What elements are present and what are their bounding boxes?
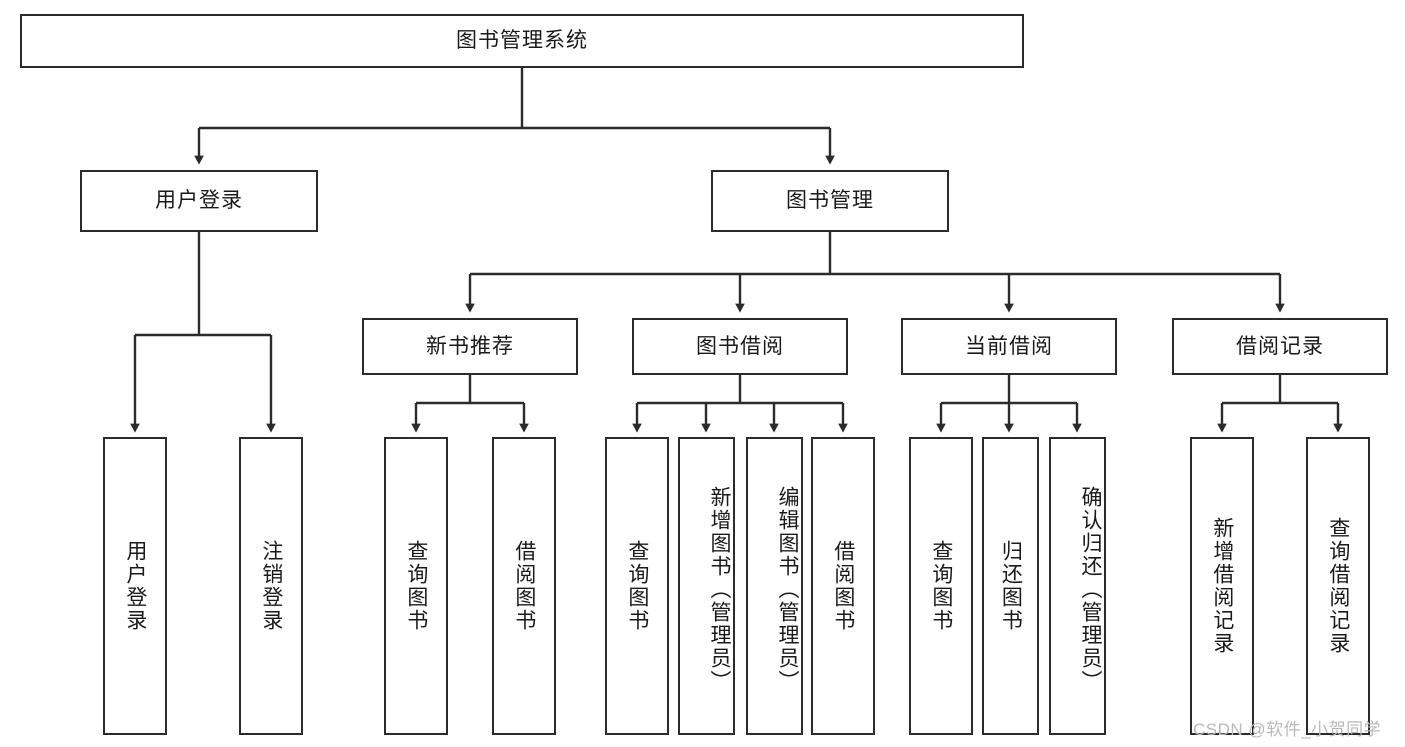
node-book-borrow[interactable]: 图书借阅 <box>632 318 848 375</box>
leaf-book-borrow-edit[interactable]: 编辑图书（管理员） <box>746 437 803 735</box>
node-current-borrow[interactable]: 当前借阅 <box>901 318 1117 375</box>
node-user-login-label: 用户登录 <box>155 189 243 213</box>
node-root[interactable]: 图书管理系统 <box>20 14 1024 68</box>
node-borrow-record[interactable]: 借阅记录 <box>1172 318 1388 375</box>
leaf-borrow-record-add[interactable]: 新增借阅记录 <box>1190 437 1254 735</box>
leaf-borrow-record-query[interactable]: 查询借阅记录 <box>1306 437 1370 735</box>
node-root-label: 图书管理系统 <box>456 29 588 53</box>
node-current-borrow-label: 当前借阅 <box>965 334 1053 358</box>
leaf-label: 借阅图书 <box>512 540 536 632</box>
leaf-label: 查询借阅记录 <box>1326 517 1350 655</box>
leaf-label: 用户登录 <box>123 540 147 632</box>
leaf-book-borrow-add[interactable]: 新增图书（管理员） <box>678 437 735 735</box>
leaf-label: 归还图书 <box>999 540 1023 632</box>
node-new-book-recommend-label: 新书推荐 <box>426 334 514 358</box>
leaf-label: 查询图书 <box>625 540 649 632</box>
node-borrow-record-label: 借阅记录 <box>1236 334 1324 358</box>
leaf-label: 查询图书 <box>929 540 953 632</box>
leaf-current-borrow-return[interactable]: 归还图书 <box>982 437 1039 735</box>
leaf-current-borrow-confirm[interactable]: 确认归还（管理员） <box>1049 437 1106 735</box>
leaf-book-borrow-borrow[interactable]: 借阅图书 <box>811 437 875 735</box>
leaf-new-book-query[interactable]: 查询图书 <box>384 437 448 735</box>
node-user-login[interactable]: 用户登录 <box>80 170 318 232</box>
node-book-management-label: 图书管理 <box>786 189 874 213</box>
node-new-book-recommend[interactable]: 新书推荐 <box>362 318 578 375</box>
leaf-label: 新增图书（管理员） <box>708 485 731 693</box>
leaf-user-login-login[interactable]: 用户登录 <box>103 437 167 735</box>
node-book-borrow-label: 图书借阅 <box>696 334 784 358</box>
watermark-text: CSDN @软件_小贺同学 <box>1193 720 1382 739</box>
csdn-watermark: CSDN @软件_小贺同学 <box>1193 715 1381 740</box>
leaf-label: 确认归还（管理员） <box>1079 485 1102 693</box>
leaf-label: 查询图书 <box>404 540 428 632</box>
leaf-user-login-logout[interactable]: 注销登录 <box>239 437 303 735</box>
leaf-current-borrow-query[interactable]: 查询图书 <box>909 437 973 735</box>
leaf-label: 编辑图书（管理员） <box>776 485 799 693</box>
node-book-management[interactable]: 图书管理 <box>711 170 949 232</box>
leaf-book-borrow-query[interactable]: 查询图书 <box>605 437 669 735</box>
leaf-new-book-borrow[interactable]: 借阅图书 <box>492 437 556 735</box>
leaf-label: 新增借阅记录 <box>1210 517 1234 655</box>
leaf-label: 注销登录 <box>259 540 283 632</box>
leaf-label: 借阅图书 <box>831 540 855 632</box>
